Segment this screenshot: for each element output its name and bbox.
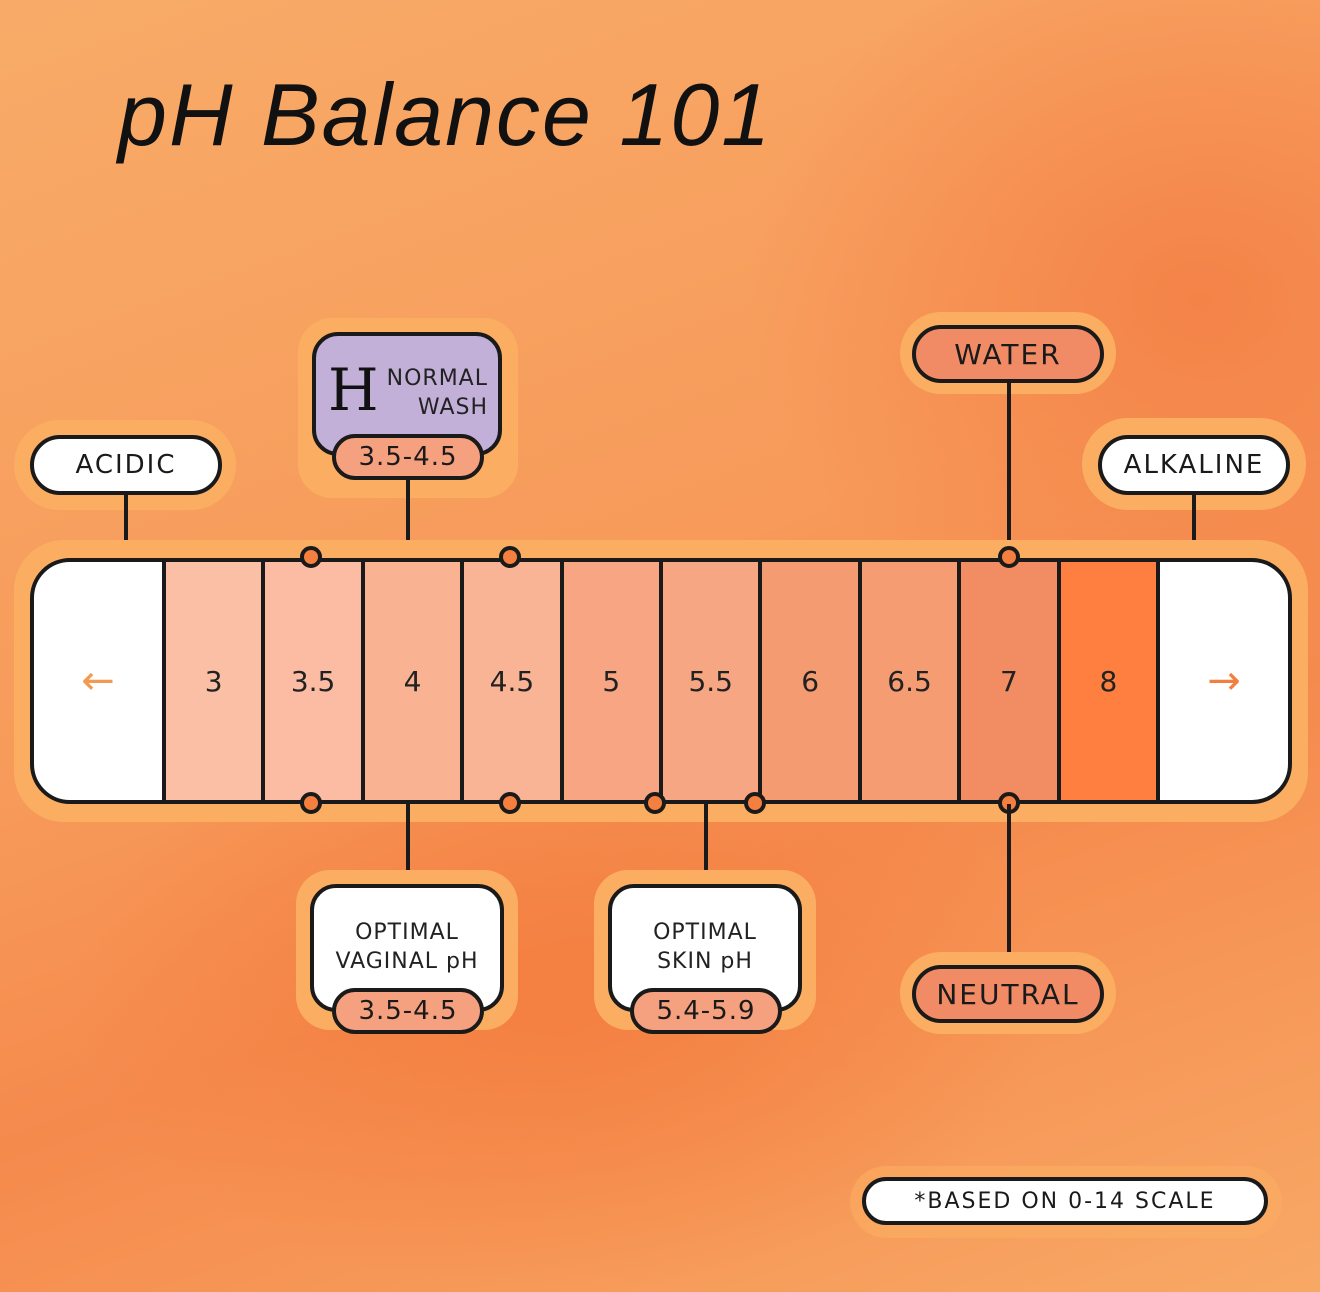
- acidic-label: ACIDIC: [30, 435, 222, 495]
- ph-cell-5-5: 5.5: [659, 562, 759, 800]
- marker-dot-5-9-bottom: [744, 792, 766, 814]
- optimal-skin-text: OPTIMAL SKIN pH: [608, 918, 802, 976]
- optimal-vaginal-line1: OPTIMAL: [355, 920, 459, 945]
- ph-cell-4-5: 4.5: [460, 562, 560, 800]
- ph-cell-4: 4: [360, 562, 461, 800]
- neutral-label: NEUTRAL: [912, 965, 1104, 1023]
- optimal-skin-range: 5.4-5.9: [630, 988, 782, 1034]
- marker-dot-5-4-bottom: [644, 792, 666, 814]
- ph-cell-3-5: 3.5: [261, 562, 361, 800]
- optimal-vaginal-line2: VAGINAL pH: [335, 949, 479, 974]
- acidic-connector: [124, 495, 128, 560]
- skin-connector: [704, 804, 708, 886]
- vaginal-connector: [406, 804, 410, 886]
- optimal-skin-line2: SKIN pH: [657, 949, 753, 974]
- optimal-vaginal-range: 3.5-4.5: [332, 988, 484, 1034]
- marker-dot-3-5-bottom: [300, 792, 322, 814]
- ph-cell-6-5: 6.5: [857, 562, 958, 800]
- ph-cell-3: 3: [162, 562, 262, 800]
- page-title: pH Balance 101: [118, 65, 773, 164]
- marker-dot-4-5-top: [499, 546, 521, 568]
- alkaline-connector: [1192, 495, 1196, 560]
- marker-dot-7-top: [998, 546, 1020, 568]
- normal-wash-range: 3.5-4.5: [332, 434, 484, 480]
- right-arrow-icon: →: [1207, 658, 1241, 704]
- ph-scale-bar: ← 3 3.5 4 4.5 5 5.5 6 6.5 7 8 →: [30, 558, 1292, 804]
- neutral-connector: [1007, 804, 1011, 968]
- normal-wash-line2: WASH: [417, 395, 488, 420]
- normal-wash-connector: [406, 480, 410, 560]
- optimal-vaginal-text: OPTIMAL VAGINAL pH: [310, 918, 504, 976]
- footnote: *BASED ON 0-14 SCALE: [862, 1177, 1268, 1225]
- normal-wash-text: NORMAL WASH: [384, 364, 488, 422]
- marker-dot-4-5-bottom: [499, 792, 521, 814]
- brand-logo-icon: H: [328, 356, 379, 424]
- alkaline-label: ALKALINE: [1098, 435, 1290, 495]
- water-connector: [1007, 383, 1011, 558]
- ph-cell-6: 6: [758, 562, 858, 800]
- ph-cell-5: 5: [559, 562, 660, 800]
- ph-cell-8: 8: [1056, 562, 1161, 800]
- normal-wash-line1: NORMAL: [386, 366, 488, 391]
- left-arrow-icon: ←: [81, 658, 115, 704]
- water-label: WATER: [912, 325, 1104, 383]
- optimal-skin-line1: OPTIMAL: [653, 920, 757, 945]
- marker-dot-3-5-top: [300, 546, 322, 568]
- ph-cell-7: 7: [957, 562, 1057, 800]
